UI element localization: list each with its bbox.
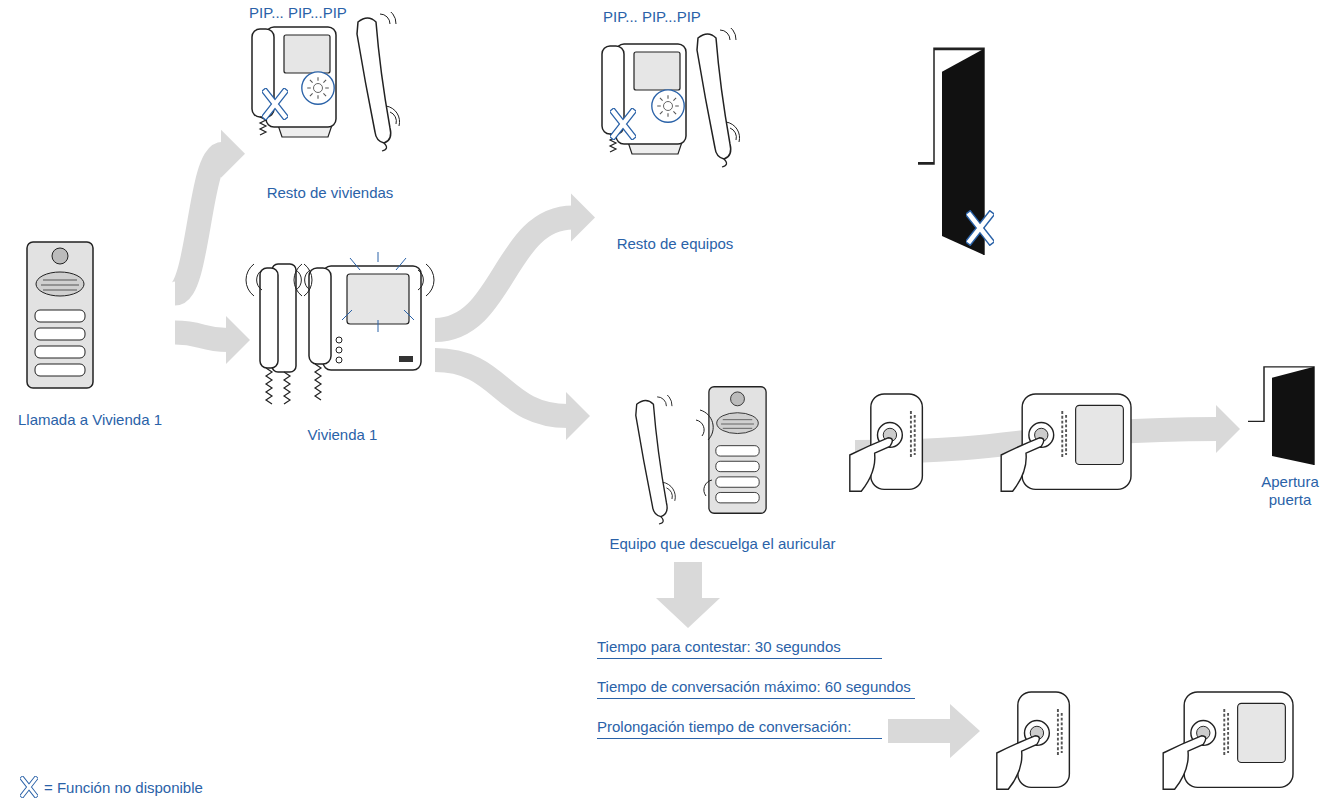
step-caption: Llamada a Vivienda 1 bbox=[5, 411, 175, 429]
step-caption: Resto de equipos bbox=[595, 235, 755, 253]
illustrated-step: Apertura puerta bbox=[1240, 365, 1335, 525]
illustrated-step: PIP... PIP...PIP Resto de equipos bbox=[595, 5, 755, 255]
flow-arrow bbox=[435, 194, 595, 331]
illustrated-step: Llamada a Vivienda 1 bbox=[5, 235, 175, 430]
sound-text: PIP... PIP...PIP bbox=[249, 4, 347, 22]
step-caption: Apertura puerta bbox=[1250, 473, 1330, 509]
flow-arrow bbox=[175, 130, 245, 294]
step-caption: Vivienda 1 bbox=[250, 426, 435, 444]
flow-arrow bbox=[175, 316, 250, 364]
timing-note: Prolongación tiempo de conversación: bbox=[597, 718, 882, 739]
illustrated-step: PIP... PIP...PIP Resto de viviendas bbox=[245, 0, 415, 205]
timing-note: Tiempo de conversación máximo: 60 segund… bbox=[597, 678, 915, 699]
flow-arrow bbox=[435, 360, 590, 440]
illustrated-step: Vivienda 1 bbox=[250, 250, 435, 450]
sound-text: PIP... PIP...PIP bbox=[603, 8, 701, 26]
step-caption: Equipo que descuelga el auricular bbox=[590, 535, 855, 553]
timing-note: Tiempo para contestar: 30 segundos bbox=[597, 638, 882, 659]
illustrated-step: Equipo que descuelga el auricular bbox=[590, 380, 855, 560]
legend-text: = Función no disponible bbox=[44, 779, 203, 796]
step-caption: Resto de viviendas bbox=[245, 184, 415, 202]
